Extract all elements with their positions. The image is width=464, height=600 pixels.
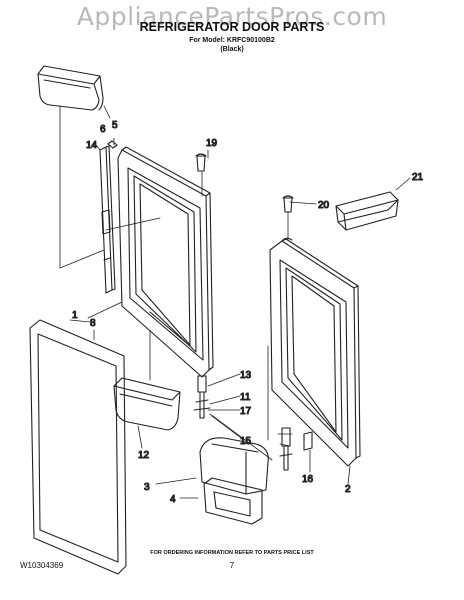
- door-gasket: [29, 319, 127, 575]
- callout-21: 21: [412, 172, 424, 183]
- callout-1: 1: [72, 310, 78, 321]
- model-line: For Model: KRFC90100B2: [189, 37, 275, 44]
- cylinder-cover-3: [199, 437, 269, 495]
- callout-14: 14: [86, 140, 98, 151]
- color-line: (Black): [220, 46, 244, 53]
- callout-5: 5: [112, 120, 118, 131]
- callout-6: 6: [100, 124, 106, 135]
- leader-lines: [59, 105, 411, 499]
- small-bin-21: [335, 191, 399, 231]
- callout-4: 4: [170, 494, 176, 505]
- callout-3: 3: [144, 482, 150, 493]
- callout-20: 20: [318, 200, 330, 211]
- ordering-info: FOR ORDERING INFORMATION REFER TO PARTS …: [150, 550, 314, 556]
- callout-19: 19: [206, 138, 218, 149]
- page-title: REFRIGERATOR DOOR PARTS: [139, 20, 325, 34]
- callout-11: 11: [240, 392, 251, 403]
- watermark: AppliancePartsPros.com: [76, 2, 388, 31]
- callout-2: 2: [345, 484, 351, 495]
- left-door: [117, 146, 214, 378]
- screw-20: [282, 195, 294, 213]
- right-door: [269, 237, 361, 467]
- door-bin-lower: [113, 377, 181, 431]
- callout-8: 8: [90, 318, 96, 329]
- bracket-4: [203, 477, 263, 525]
- callout-12: 12: [138, 450, 150, 461]
- door-bin-top: [37, 65, 104, 111]
- screw-19: [195, 153, 207, 172]
- page-number: 7: [229, 561, 235, 570]
- callout-17: 17: [240, 406, 252, 417]
- document-number: W10304369: [20, 561, 64, 570]
- hinge-strip: [99, 140, 118, 294]
- hinge-pins-left: [193, 375, 211, 419]
- callout-15: 15: [240, 436, 252, 447]
- callout-16: 16: [302, 474, 314, 485]
- callout-13: 13: [240, 370, 252, 381]
